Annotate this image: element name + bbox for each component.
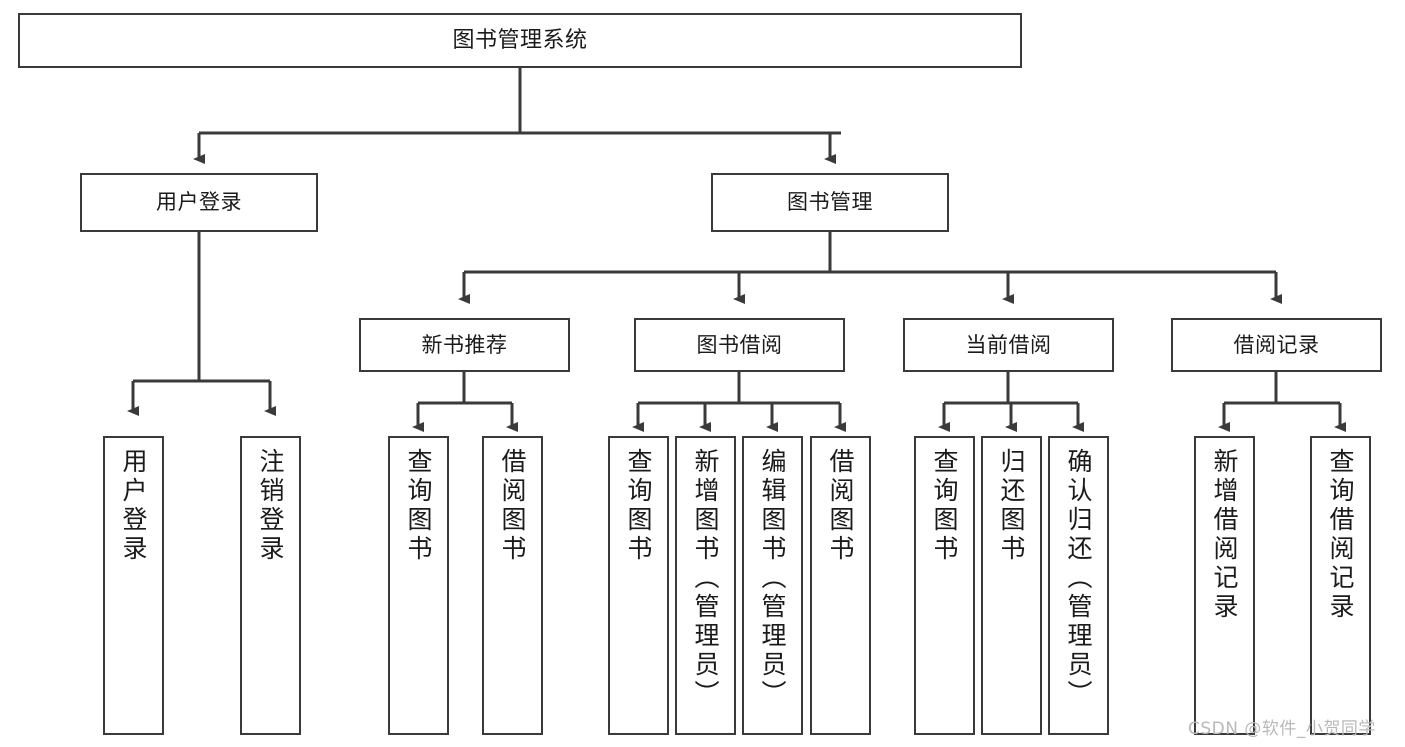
leaf-logout[interactable]: 注销登录 [240,436,301,735]
leaf-query-book-borrow[interactable]: 查询图书 [608,436,669,735]
node-book-management[interactable]: 图书管理 [711,173,949,232]
node-user-login[interactable]: 用户登录 [80,173,318,232]
node-label: 图书管理 [787,190,873,215]
leaf-query-borrow-record[interactable]: 查询借阅记录 [1310,436,1371,735]
node-label: 借阅图书 [826,448,855,564]
node-label: 图书管理系统 [452,27,588,53]
node-label: 新增借阅记录 [1210,448,1239,622]
node-label: 用户登录 [119,448,148,564]
node-new-book-recommendation[interactable]: 新书推荐 [359,318,570,372]
node-label: 当前借阅 [965,332,1052,357]
leaf-return-book[interactable]: 归还图书 [981,436,1042,735]
node-label: 确认归还（管理员） [1064,448,1093,709]
node-label: 新书推荐 [421,332,508,357]
node-label: 编辑图书（管理员） [758,448,787,709]
node-label: 借阅图书 [498,448,527,564]
node-borrowing-record[interactable]: 借阅记录 [1171,318,1382,372]
node-label: 新增图书（管理员） [691,448,720,709]
leaf-user-login[interactable]: 用户登录 [103,436,164,735]
node-label: 图书借阅 [696,332,783,357]
node-label: 归还图书 [997,448,1026,564]
node-label: 查询图书 [624,448,653,564]
leaf-add-borrow-record[interactable]: 新增借阅记录 [1194,436,1255,735]
leaf-query-book-current[interactable]: 查询图书 [914,436,975,735]
node-label: 借阅记录 [1233,332,1320,357]
node-label: 查询借阅记录 [1326,448,1355,622]
leaf-confirm-return-admin[interactable]: 确认归还（管理员） [1048,436,1109,735]
node-root-book-management-system[interactable]: 图书管理系统 [18,13,1022,68]
node-current-borrowing[interactable]: 当前借阅 [903,318,1114,372]
node-label: 用户登录 [156,190,242,215]
leaf-query-book-recommend[interactable]: 查询图书 [388,436,449,735]
node-label: 查询图书 [930,448,959,564]
node-label: 查询图书 [404,448,433,564]
node-book-borrowing[interactable]: 图书借阅 [634,318,845,372]
leaf-borrow-book-recommend[interactable]: 借阅图书 [482,436,543,735]
leaf-edit-book-admin[interactable]: 编辑图书（管理员） [742,436,803,735]
leaf-borrow-book[interactable]: 借阅图书 [810,436,871,735]
leaf-add-book-admin[interactable]: 新增图书（管理员） [675,436,736,735]
node-label: 注销登录 [256,448,285,564]
